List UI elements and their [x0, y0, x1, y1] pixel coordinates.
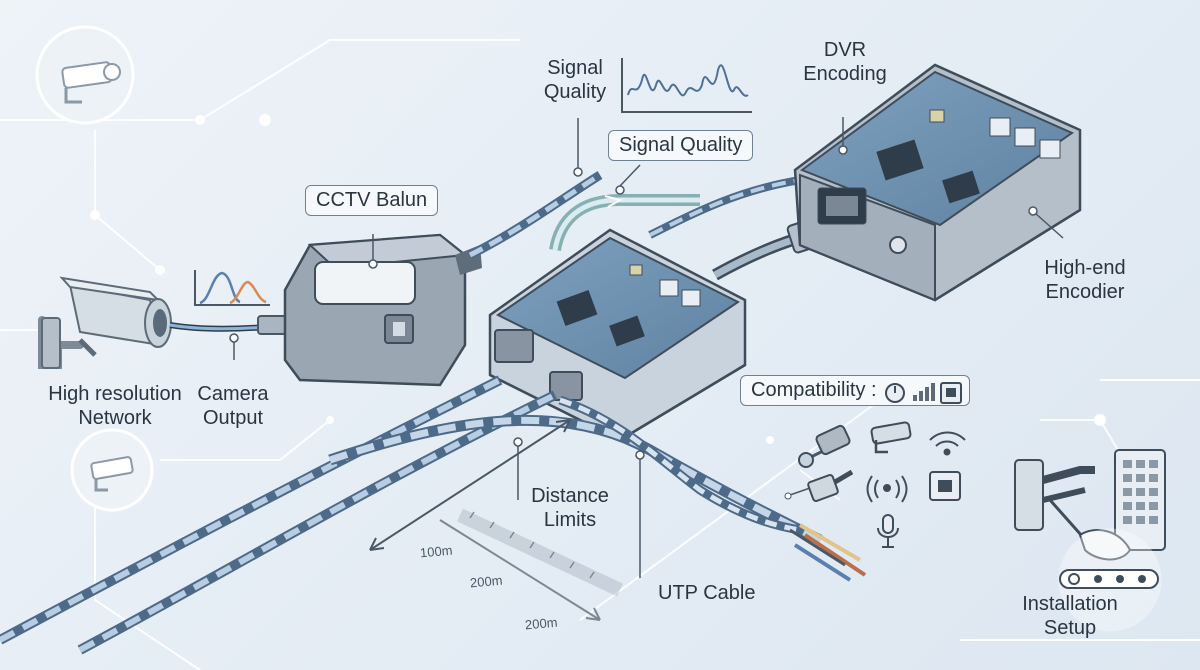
signal-waveform-icon: [621, 58, 752, 113]
dome-camera-icon: [870, 421, 912, 454]
label-camera-output-line2: Output: [202, 407, 264, 429]
label-distance-limits-line1: Distance: [531, 485, 609, 507]
label-high-resolution-network-line2: Network: [78, 407, 152, 429]
gauge-icon: [885, 383, 905, 403]
label-signal-quality-box: Signal Quality: [608, 130, 754, 161]
label-signal-quality-top-line1: Signal: [547, 57, 603, 79]
security-camera-icon: [35, 25, 135, 125]
network-nodes: [90, 114, 1139, 474]
camera-icon: [70, 428, 154, 512]
utp-cable-bundle: [0, 375, 867, 655]
signal-quality-ribbon: [549, 118, 700, 252]
connector-icons: [784, 421, 966, 548]
label-dvr-encoding: DVR Encoding: [800, 38, 890, 86]
bullet-camera-icon: [38, 276, 172, 369]
ethernet-port-icon: [940, 382, 962, 404]
label-distance-limits: Distance Limits: [520, 484, 620, 532]
label-signal-quality-top: Signal Quality: [535, 56, 615, 104]
label-high-resolution-network-line1: High resolution: [48, 383, 182, 405]
label-signal-quality-top-line2: Quality: [543, 81, 607, 103]
keypad-icon: [1114, 449, 1166, 551]
waveform-chart-icon: [194, 270, 270, 306]
label-installation-setup-line2: Setup: [1043, 617, 1097, 639]
key-icon: [1059, 569, 1159, 589]
signal-bars-icon: [913, 383, 935, 401]
twisted-pair-upper: [467, 171, 603, 260]
label-distance-200m-a: 200m: [469, 572, 504, 591]
label-high-end-encoder-line2: Encodier: [1045, 281, 1125, 303]
label-camera-output-line1: Camera: [197, 383, 269, 405]
label-installation-setup-line1: Installation: [1022, 593, 1118, 615]
wifi-icon: [929, 431, 966, 456]
label-camera-output: Camera Output: [188, 382, 278, 430]
label-utp-cable: UTP Cable: [658, 582, 756, 604]
dvr-encoder-device: [793, 63, 1082, 302]
label-compatibility-text: Compatibility :: [751, 379, 877, 401]
screwdriver-icon: [1048, 499, 1132, 561]
compatibility-icons: [885, 382, 962, 404]
junction-box-device: [488, 228, 747, 442]
microphone-icon: [877, 514, 899, 548]
label-dvr-encoding-line1: DVR: [823, 39, 867, 61]
label-dvr-encoding-line2: Encoding: [803, 63, 887, 85]
ethernet-jack-icon: [929, 471, 961, 501]
label-distance-limits-line2: Limits: [543, 509, 597, 531]
installation-icons: [1014, 449, 1166, 632]
label-cctv-balun: CCTV Balun: [305, 185, 439, 216]
label-high-end-encoder: High-end Encodier: [1035, 256, 1135, 304]
cctv-balun-device: [283, 233, 482, 387]
label-installation-setup: Installation Setup: [1010, 592, 1130, 640]
rj45-plug-icon: [784, 469, 854, 502]
camera-output-cable: [169, 315, 291, 360]
label-high-resolution-network: High resolution Network: [40, 382, 190, 430]
bnc-connector-icon: [798, 424, 851, 468]
distance-ruler: [369, 419, 623, 621]
broadcast-icon: [866, 475, 908, 503]
wall-bracket-icon: [1014, 459, 1095, 531]
label-distance-200m-b: 200m: [524, 614, 559, 633]
label-distance-100m: 100m: [419, 542, 454, 561]
label-high-end-encoder-line1: High-end: [1044, 257, 1126, 279]
